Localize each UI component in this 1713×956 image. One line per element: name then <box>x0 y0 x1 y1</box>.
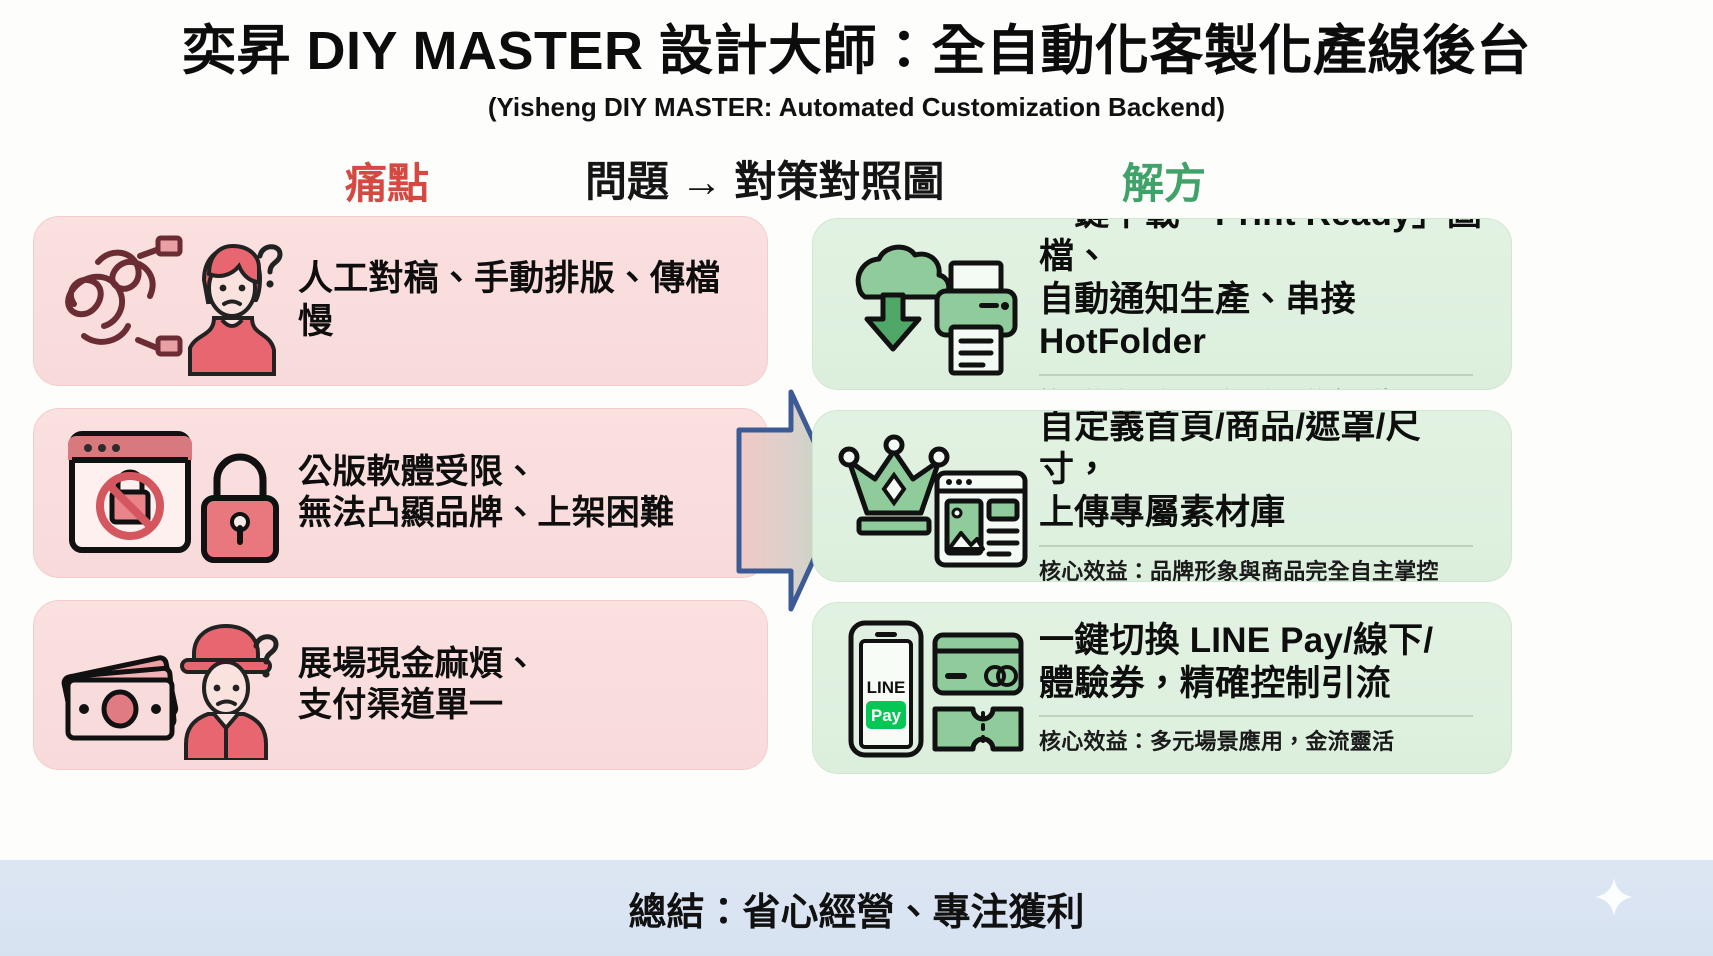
pain-card-3-line2: 支付渠道單一 <box>298 686 504 724</box>
solution-card-2-line1: 自定義首頁/商品/遮罩/尺寸， <box>1039 410 1421 490</box>
divider <box>1039 544 1473 547</box>
divider <box>1039 715 1473 718</box>
solution-card-1-benefit: 核心效益：流程全自動化，效率翻倍 <box>1039 383 1491 389</box>
pain-card-2-line1: 公版軟體受限、 <box>298 452 538 491</box>
summary-text: 總結：省心經營、專注獲利 <box>628 891 1085 934</box>
blocked-browser-lock-icon <box>54 418 292 568</box>
pain-card-2: 公版軟體受限、 無法凸顯品牌、上架困難 <box>33 408 768 578</box>
solution-card-3-body: 一鍵切換 LINE Pay/線下/ 體驗券，精確控制引流 核心效益：多元場景應用… <box>1033 620 1491 756</box>
solution-card-2-body: 自定義首頁/商品/遮罩/尺寸， 上傳專屬素材庫 核心效益：品牌形象與商品完全自主… <box>1033 410 1491 582</box>
summary-banner: 總結：省心經營、專注獲利 <box>0 860 1713 956</box>
pain-card-2-body: 公版軟體受限、 無法凸顯品牌、上架困難 <box>292 452 747 535</box>
pain-card-3: 展場現金麻煩、 支付渠道單一 <box>33 600 768 770</box>
cash-worker-icon <box>54 610 292 760</box>
solution-card-1-line1: 一鍵下載「Print Ready」圖檔、 <box>1039 219 1482 276</box>
divider <box>1039 373 1473 376</box>
solutions-column: 一鍵下載「Print Ready」圖檔、 自動通知生產、串接 HotFolder… <box>812 218 1512 794</box>
solution-card-3-benefit: 核心效益：多元場景應用，金流靈活 <box>1039 729 1395 755</box>
solution-card-3: LINE Pay 一鍵切換 LINE Pay/線下/ 體驗券，精確控制引流 核心… <box>812 602 1512 774</box>
tangled-cables-confused-person-icon <box>54 226 292 376</box>
page-title: 奕昇 DIY MASTER 設計大師：全自動化客製化產線後台 <box>181 21 1532 81</box>
crown-webpage-icon <box>833 421 1033 571</box>
solution-card-2-benefit: 核心效益：品牌形象與商品完全自主掌控 <box>1039 558 1439 582</box>
pain-card-2-line2: 無法凸顯品牌、上架困難 <box>298 494 675 532</box>
solution-card-1-line2: 自動通知生產、串接 HotFolder <box>1039 279 1356 362</box>
pain-card-1-body: 人工對稿、手動排版、傳檔慢 <box>292 258 747 343</box>
solution-card-3-line2: 體驗券，精確控制引流 <box>1039 663 1392 703</box>
pain-card-3-body: 展場現金麻煩、 支付渠道單一 <box>292 644 747 727</box>
linepay-pay-text: Pay <box>871 706 902 725</box>
linepay-line-text: LINE <box>867 678 906 697</box>
linepay-phone-card-ticket-icon: LINE Pay <box>833 613 1033 763</box>
sparkle-icon <box>1595 878 1633 916</box>
solution-card-2-line2: 上傳專屬素材庫 <box>1039 492 1286 532</box>
solution-card-1: 一鍵下載「Print Ready」圖檔、 自動通知生產、串接 HotFolder… <box>812 218 1512 390</box>
comparison-header: 問題 → 對策對照圖 <box>585 158 945 205</box>
solution-card-2: 自定義首頁/商品/遮罩/尺寸， 上傳專屬素材庫 核心效益：品牌形象與商品完全自主… <box>812 410 1512 582</box>
page-subtitle: (Yisheng DIY MASTER: Automated Customiza… <box>487 92 1226 122</box>
pain-points-column: 人工對稿、手動排版、傳檔慢 <box>33 216 768 792</box>
pain-card-1-text: 人工對稿、手動排版、傳檔慢 <box>298 259 721 341</box>
solution-card-3-line1: 一鍵切換 LINE Pay/線下/ <box>1039 620 1434 660</box>
cloud-download-printer-icon <box>833 229 1033 379</box>
solution-column-header: 解方 <box>1122 160 1207 207</box>
pain-card-3-line1: 展場現金麻煩、 <box>298 644 538 683</box>
pain-column-header: 痛點 <box>345 160 430 207</box>
solution-card-1-body: 一鍵下載「Print Ready」圖檔、 自動通知生產、串接 HotFolder… <box>1033 219 1491 389</box>
pain-card-1: 人工對稿、手動排版、傳檔慢 <box>33 216 768 386</box>
